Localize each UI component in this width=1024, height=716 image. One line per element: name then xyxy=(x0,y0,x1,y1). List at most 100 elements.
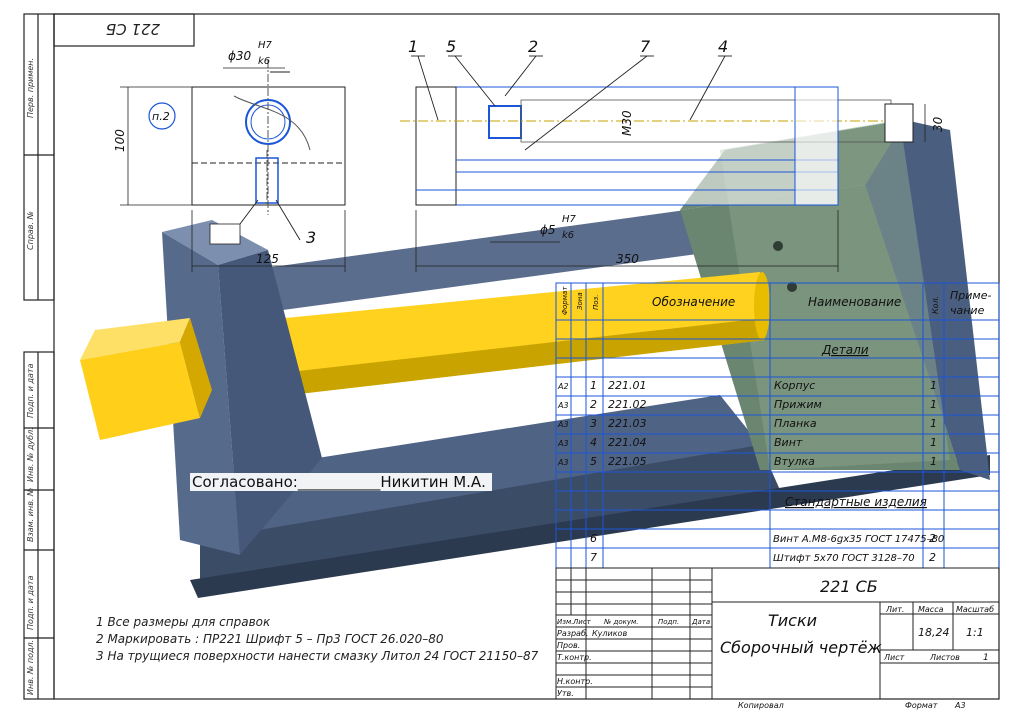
part-name: Прижим xyxy=(774,398,822,411)
fit-main-up: H7 xyxy=(258,40,273,51)
part-qty: 1 xyxy=(930,455,937,468)
dim-width: 125 xyxy=(256,252,279,266)
part-designation: 221.01 xyxy=(608,379,647,392)
std-pos: 6 xyxy=(590,532,597,545)
title-block: 221 СБ Тиски Сборочный чертёж Изм. Лист … xyxy=(555,567,1000,710)
tb-sheets: Листов xyxy=(929,653,960,662)
callout-1: 1 xyxy=(408,37,418,56)
fit-pin: ϕ5 xyxy=(540,223,556,237)
side-labels: Перв. примен. Справ. № Подп. и дата Инв.… xyxy=(26,58,35,695)
agreed-title: Согласовано: xyxy=(192,473,298,491)
tb-col-izm: Изм. xyxy=(557,618,573,626)
part-designation: 221.03 xyxy=(608,417,647,430)
tb-row-check: Пров. xyxy=(557,641,580,650)
tb-mass-value: 18,24 xyxy=(918,626,950,639)
spec-table: Формат Зона Поз. Обозначение Наименовани… xyxy=(555,282,1000,569)
part-format: А3 xyxy=(557,401,569,410)
base-side xyxy=(200,445,780,590)
part-format: А3 xyxy=(557,420,569,429)
std-qty: 2 xyxy=(929,532,936,545)
part-pos: 5 xyxy=(590,455,597,468)
section-std: Стандартные изделия xyxy=(785,495,927,509)
side-label: Подп. и дата xyxy=(26,575,35,630)
tb-col-date: Дата xyxy=(691,618,710,626)
callout-7: 7 xyxy=(640,37,651,56)
tb-name-2: Сборочный чертёж xyxy=(720,638,882,657)
agreed-name: Никитин М.А. xyxy=(380,473,486,491)
dimension-lines xyxy=(120,67,926,272)
part-pos: 4 xyxy=(590,436,597,449)
screw-end xyxy=(754,272,770,340)
std-name: Штифт 5х70 ГОСТ 3128–70 xyxy=(773,553,915,564)
tb-row-dev: Разраб. xyxy=(557,629,588,638)
hdr-zone: Зона xyxy=(576,292,584,310)
screw-head-side xyxy=(180,318,212,418)
tb-mass: Масса xyxy=(918,605,944,614)
tb-format-value: А3 xyxy=(954,701,966,710)
hdr-note-1: Приме- xyxy=(950,289,991,302)
part-pos: 1 xyxy=(590,379,597,392)
part-name: Планка xyxy=(774,417,817,430)
fit-pin-down: k6 xyxy=(562,230,574,241)
agreed-label: Согласовано:___________Никитин М.А. xyxy=(190,473,492,491)
hdr-designation: Обозначение xyxy=(652,295,735,309)
part-designation: 221.05 xyxy=(608,455,647,468)
hdr-name: Наименование xyxy=(808,295,901,309)
part-name: Винт xyxy=(774,436,803,449)
dimension-texts: 100 125 350 M30 30 ϕ30 H7 k6 ϕ5 H7 k6 xyxy=(113,40,945,266)
top-code: 221 СБ xyxy=(106,20,160,38)
tb-col-doc: № докум. xyxy=(603,618,639,626)
hdr-note-2: чание xyxy=(950,304,985,317)
section-parts: Детали xyxy=(821,343,869,357)
dim-square: 30 xyxy=(931,116,945,132)
side-label: Подп. и дата xyxy=(26,363,35,418)
screw-head-face xyxy=(80,342,200,440)
tb-copied: Копировал xyxy=(738,701,784,710)
part-pos: 2 xyxy=(590,398,597,411)
callout-3: 3 xyxy=(306,228,316,247)
screw-head-top xyxy=(80,318,190,360)
part-format: А3 xyxy=(557,458,569,467)
left-section-view xyxy=(191,60,346,215)
part-designation: 221.02 xyxy=(608,398,647,411)
part-designation: 221.04 xyxy=(608,436,647,449)
part-format: А2 xyxy=(557,382,569,391)
note-line: 3 На трущиеся поверхности нанести смазку… xyxy=(96,649,539,663)
screw-shaft-shade xyxy=(290,318,765,395)
block-hole xyxy=(773,241,783,251)
note-line: 2 Маркировать : ПР221 Шрифт 5 – Пр3 ГОСТ… xyxy=(96,632,444,646)
dim-length: 350 xyxy=(616,252,639,266)
side-label: Инв. № дубл. xyxy=(26,427,35,482)
callout-4: 4 xyxy=(718,37,728,56)
fit-pin-up: H7 xyxy=(562,214,577,225)
tb-col-sign: Подп. xyxy=(658,618,679,626)
std-pos: 7 xyxy=(590,551,597,564)
fit-main: ϕ30 xyxy=(228,49,252,63)
tb-col-list: Лист xyxy=(572,618,592,626)
side-label: Взам. инв. № xyxy=(26,488,35,542)
part-pos: 3 xyxy=(590,417,597,430)
tb-developer: Куликов xyxy=(592,629,627,638)
dim-height: 100 xyxy=(113,129,127,152)
callout-5: 5 xyxy=(446,37,456,56)
part-name: Втулка xyxy=(774,455,815,468)
technical-notes: 1 Все размеры для справок 2 Маркировать … xyxy=(96,614,538,665)
dim-thread: M30 xyxy=(620,110,634,136)
side-label: Справ. № xyxy=(26,211,35,250)
side-label: Инв. № подл. xyxy=(26,640,35,695)
note-line: 1 Все размеры для справок xyxy=(96,615,271,629)
callout-2: 2 xyxy=(528,37,538,56)
side-label: Перв. примен. xyxy=(26,58,35,118)
agreed-line: ___________ xyxy=(297,473,381,491)
tb-lit: Лит. xyxy=(885,605,904,614)
part-qty: 1 xyxy=(930,379,937,392)
hdr-format: Формат xyxy=(561,286,569,315)
hdr-qty: Кол. xyxy=(931,296,940,314)
tb-code: 221 СБ xyxy=(820,577,878,596)
fit-main-down: k6 xyxy=(258,56,270,67)
hdr-pos: Поз. xyxy=(592,295,600,311)
tb-row-tcontrol: Т.контр. xyxy=(557,653,592,662)
